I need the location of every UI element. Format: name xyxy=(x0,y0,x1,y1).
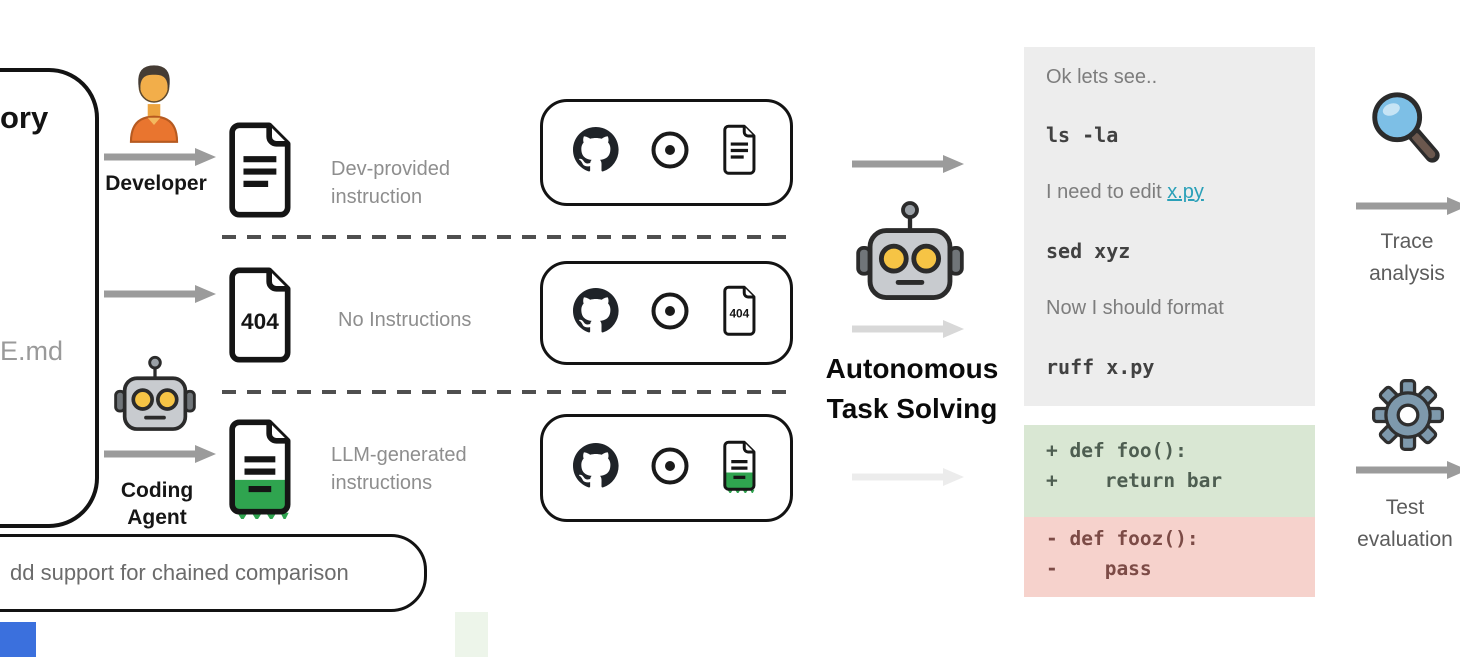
github-icon xyxy=(572,442,619,494)
source-box-dev xyxy=(540,99,793,206)
arrow-sources-to-agent xyxy=(852,153,974,180)
source-box-none: 404 xyxy=(540,261,793,365)
autonomous-task-solving-label: Autonomous Task Solving xyxy=(825,353,999,424)
trace-line: I need to edit x.py xyxy=(1046,181,1204,204)
repository-title: ory xyxy=(0,100,49,135)
gear-icon xyxy=(1372,379,1444,456)
svg-text:404: 404 xyxy=(729,306,749,320)
arrow-agent-faint xyxy=(852,466,974,493)
trace-analysis-label: Trace analysis xyxy=(1369,230,1445,285)
issue-icon xyxy=(647,288,693,339)
dev-instruction-label: Dev-provided instruction xyxy=(331,158,450,208)
dashed-divider-2 xyxy=(222,390,788,394)
trace-text: I need to edit xyxy=(1046,181,1168,203)
arrow-agent-to-doc xyxy=(104,443,216,470)
coding-agent-robot-icon xyxy=(113,355,197,436)
file-icon xyxy=(721,123,761,182)
arrow-agent-light xyxy=(852,318,974,345)
diff-added-line: + def foo(): xyxy=(1046,439,1187,462)
diff-added-line: + return bar xyxy=(1046,469,1223,492)
magnifier-icon xyxy=(1364,88,1446,175)
github-icon xyxy=(572,127,619,178)
arrow-trace-analysis xyxy=(1356,195,1460,222)
llm-doc-icon xyxy=(226,416,300,524)
dashed-divider-1 xyxy=(222,235,788,239)
diff-removed-line: - def fooz(): xyxy=(1046,527,1199,550)
arrow-to-404-doc xyxy=(104,283,216,310)
developer-label: Developer xyxy=(105,172,207,195)
trace-line: Ok lets see.. xyxy=(1046,66,1158,88)
agent-trace-panel: Ok lets see.. ls -la I need to edit x.py… xyxy=(1024,47,1315,406)
file-link[interactable]: x.py xyxy=(1167,181,1204,203)
task-pill-text: dd support for chained comparison xyxy=(10,560,349,585)
developer-icon xyxy=(116,58,192,151)
task-pill: dd support for chained comparison xyxy=(0,534,427,612)
test-evaluation-label: Test evaluation xyxy=(1357,496,1453,551)
llm-instructions-label: LLM-generated instructions xyxy=(331,444,467,494)
no-instructions-label: No Instructions xyxy=(338,309,472,331)
issue-icon xyxy=(647,443,693,494)
arrow-developer-to-doc xyxy=(104,146,216,173)
missing-doc-404-icon: 404 xyxy=(226,264,300,372)
cropped-green-box xyxy=(455,612,488,657)
trace-line: sed xyz xyxy=(1046,239,1131,263)
coding-agent-label: Coding Agent xyxy=(120,479,194,530)
file-llm-icon xyxy=(721,439,761,498)
diff-removed-line: - pass xyxy=(1046,557,1152,580)
repository-box xyxy=(0,68,99,528)
source-box-llm xyxy=(540,414,793,522)
cropped-blue-box xyxy=(0,622,36,657)
issue-icon xyxy=(647,127,693,178)
autonomous-agent-robot-icon xyxy=(856,200,964,305)
repository-file-label: E.md xyxy=(0,336,64,366)
diff-removed-block: - def fooz(): - pass xyxy=(1024,517,1315,597)
arrow-test-evaluation xyxy=(1356,459,1460,486)
trace-line: ruff x.py xyxy=(1046,355,1155,379)
trace-line: Now I should format xyxy=(1046,297,1224,319)
github-icon xyxy=(572,287,619,339)
diff-added-block: + def foo(): + return bar xyxy=(1024,425,1315,517)
trace-line: ls -la xyxy=(1046,123,1119,147)
dev-instruction-doc-icon xyxy=(226,119,300,227)
doc-404-text: 404 xyxy=(241,309,279,334)
file-404-icon: 404 xyxy=(721,284,761,343)
